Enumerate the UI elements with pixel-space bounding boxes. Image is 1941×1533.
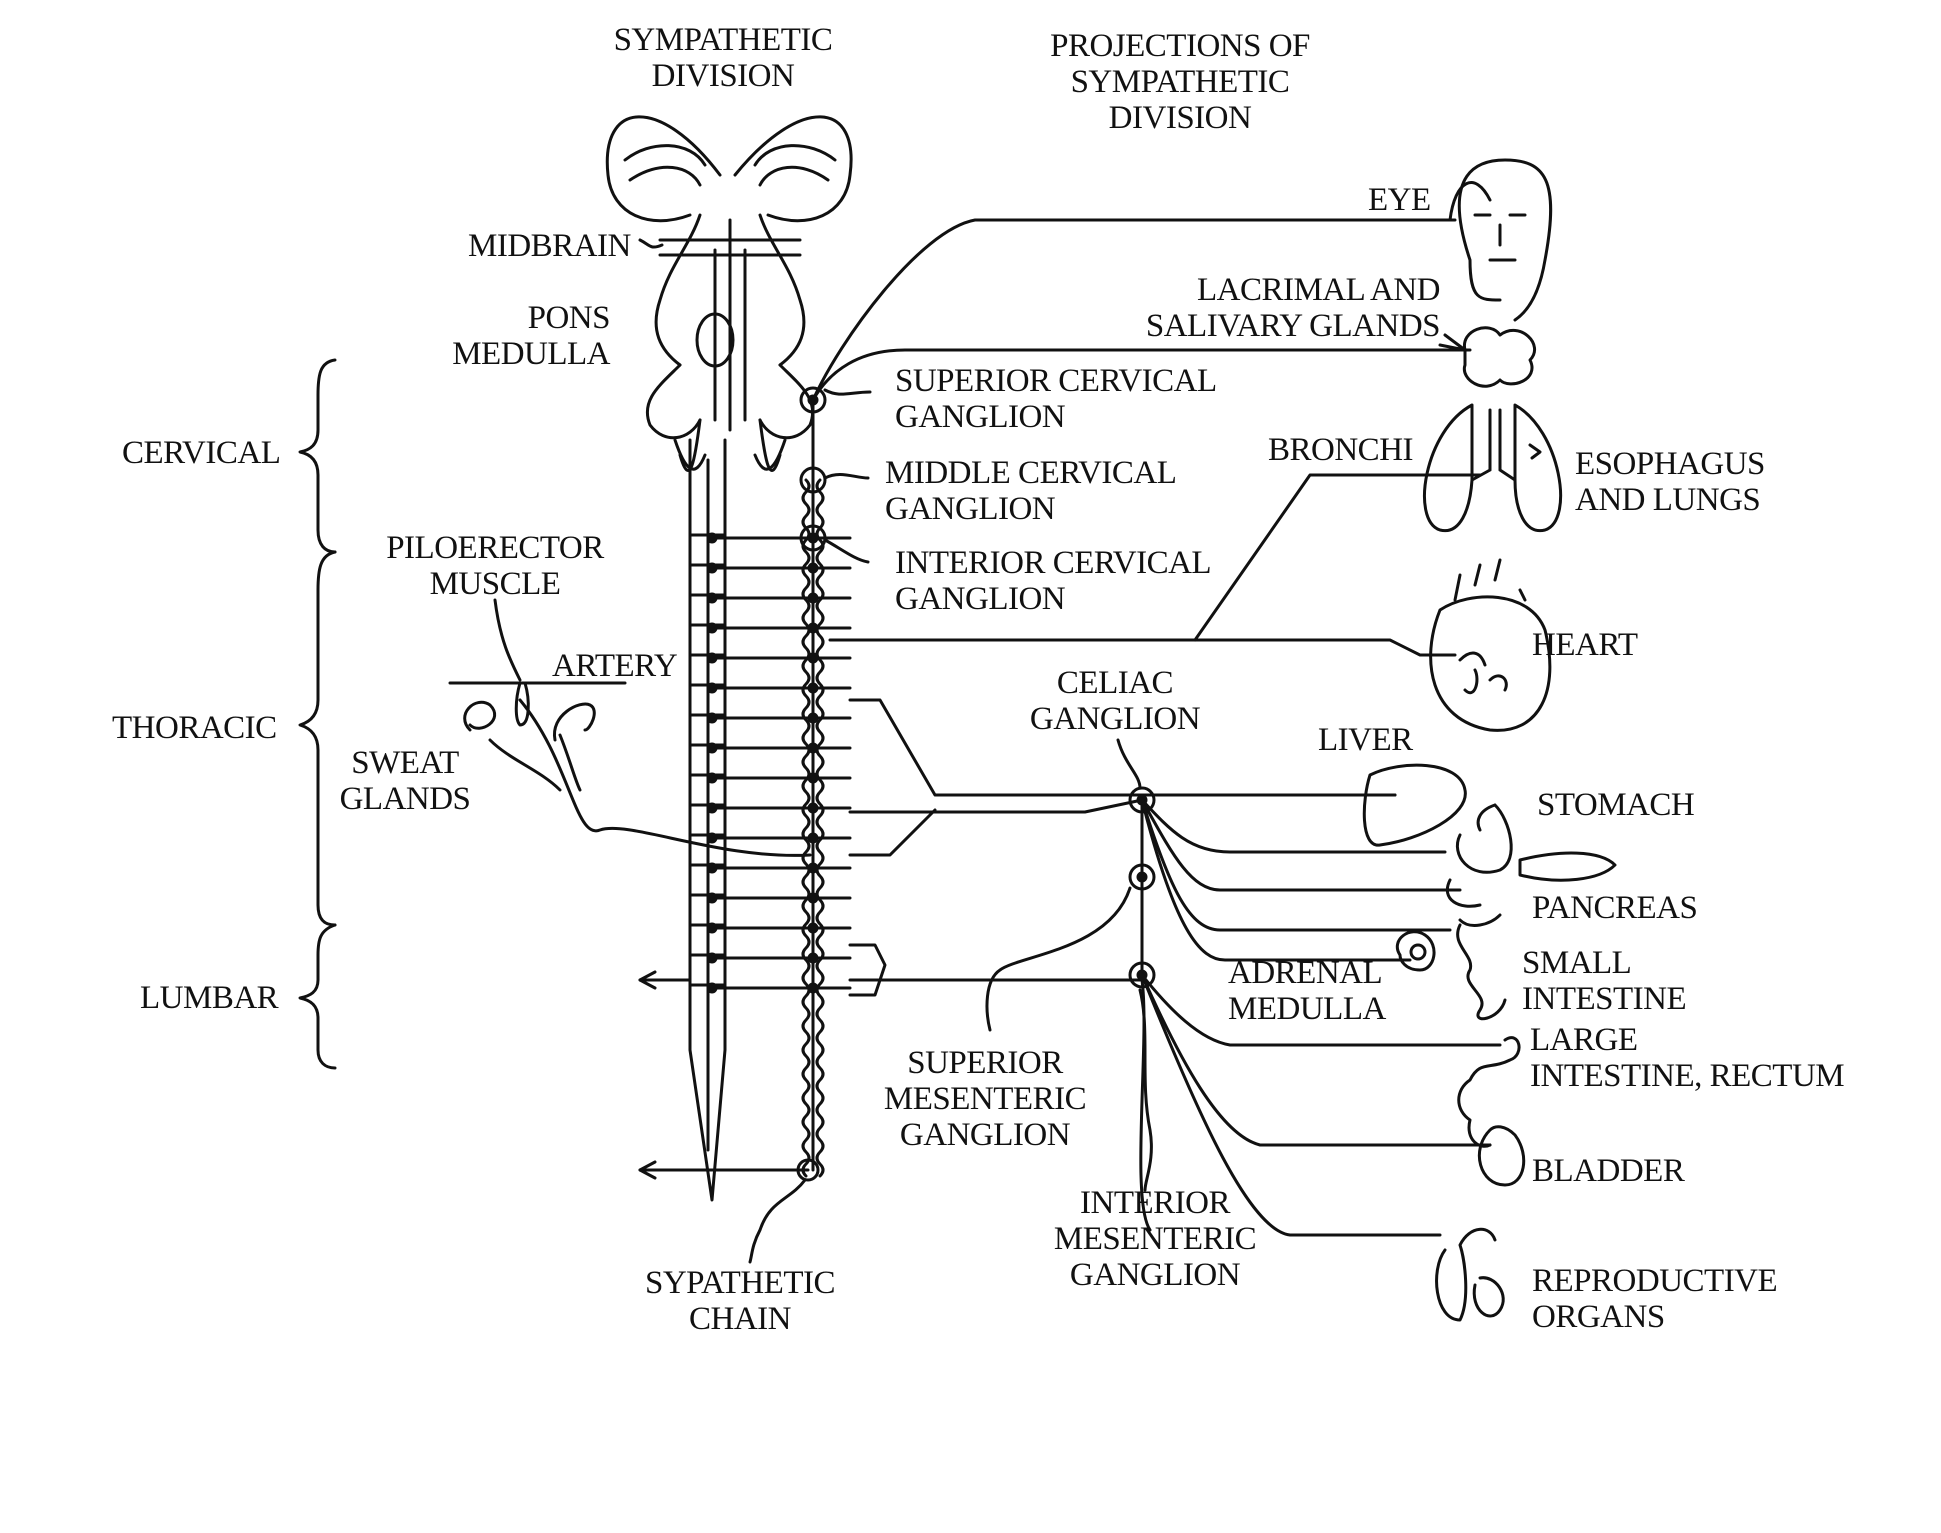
spinal-neuron-dot	[708, 894, 716, 902]
liver-icon	[1364, 765, 1465, 845]
sympathetic-chain-label: SYPATHETIC CHAIN	[630, 1265, 850, 1337]
sympathetic-division-title: SYMPATHETIC DIVISION	[598, 22, 848, 94]
middle-cervical-ganglion-label: MIDDLE CERVICAL GANGLION	[885, 455, 1176, 527]
spinal-neuron-dot	[708, 924, 716, 932]
spinal-neuron-dot	[708, 624, 716, 632]
chain-ganglion-dot	[809, 834, 817, 842]
thoracic-label: THORACIC	[112, 710, 277, 746]
celiac-ganglion-label: CELIAC GANGLION	[1010, 665, 1220, 737]
spinal-neuron-dot	[708, 714, 716, 722]
chain-ganglion-dot	[809, 594, 817, 602]
spinal-neuron-dot	[708, 984, 716, 992]
chain-ganglion-dot	[809, 864, 817, 872]
chain-ganglion-dot	[809, 564, 817, 572]
preganglionic-fibres	[708, 534, 850, 992]
bronchi-label: BRONCHI	[1268, 432, 1413, 468]
chain-ganglion-dot	[809, 714, 817, 722]
pancreas-label: PANCREAS	[1532, 890, 1697, 926]
chain-ganglion-dot	[809, 534, 817, 542]
chain-ganglion-dot	[809, 744, 817, 752]
reproductive-organs-icon	[1437, 1229, 1504, 1320]
spinal-neuron-dot	[708, 804, 716, 812]
liver-label: LIVER	[1318, 722, 1413, 758]
pancreas-icon	[1447, 880, 1500, 925]
spinal-neuron-dot	[708, 564, 716, 572]
chain-ganglion-dot	[809, 804, 817, 812]
spinal-neuron-dot	[708, 654, 716, 662]
spinal-cord	[690, 440, 725, 1200]
lungs-icon	[1424, 405, 1560, 531]
superior-cervical-ganglion-label: SUPERIOR CERVICAL GANGLION	[895, 363, 1217, 435]
chain-ganglion-dot	[809, 774, 817, 782]
artery-label: ARTERY	[552, 648, 677, 684]
sweat-glands-label: SWEAT GLANDS	[320, 745, 490, 817]
sympathetic-chain	[798, 388, 825, 1180]
chain-ganglion-dot	[809, 684, 817, 692]
midbrain-label: MIDBRAIN	[468, 228, 631, 264]
piloerector-muscle-label: PILOERECTOR MUSCLE	[365, 530, 625, 602]
brainstem-illustration	[607, 117, 851, 471]
small-intestine-icon	[1458, 925, 1505, 1019]
superior-mesenteric-ganglion-label: SUPERIOR MESENTERIC GANGLION	[860, 1045, 1110, 1153]
bladder-label: BLADDER	[1532, 1153, 1684, 1189]
large-intestine-label: LARGE INTESTINE, RECTUM	[1530, 1022, 1844, 1094]
spinal-neuron-dot	[708, 594, 716, 602]
spinal-neuron-dot	[708, 534, 716, 542]
pons-medulla-label: PONS MEDULLA	[420, 300, 610, 372]
spinal-neuron-dot	[708, 834, 716, 842]
skin-effectors-illustration	[450, 683, 810, 855]
lumbar-label: LUMBAR	[140, 980, 278, 1016]
cervical-label: CERVICAL	[122, 435, 280, 471]
interior-cervical-ganglion-label: INTERIOR CERVICAL GANGLION	[895, 545, 1211, 617]
lacrimal-salivary-label: LACRIMAL AND SALIVARY GLANDS	[1080, 272, 1440, 344]
small-intestine-label: SMALL INTESTINE	[1522, 945, 1686, 1017]
chain-ganglion-dot	[809, 984, 817, 992]
chain-ganglion-dot	[809, 924, 817, 932]
chain-ganglion-dot	[809, 894, 817, 902]
spinal-neuron-dot	[708, 954, 716, 962]
esophagus-lungs-label: ESOPHAGUS AND LUNGS	[1575, 446, 1765, 518]
chain-ganglion-dot	[809, 654, 817, 662]
adrenal-gland-icon	[1397, 932, 1434, 970]
region-braces	[300, 360, 335, 1068]
adrenal-medulla-label: ADRENAL MEDULLA	[1228, 955, 1386, 1027]
stomach-label: STOMACH	[1537, 787, 1694, 823]
heart-label: HEART	[1532, 627, 1638, 663]
spinal-neuron-dot	[708, 744, 716, 752]
projections-title: PROJECTIONS OF SYMPATHETIC DIVISION	[1030, 28, 1330, 136]
bladder-icon	[1479, 1127, 1523, 1185]
eye-icon	[1450, 160, 1551, 320]
spinal-neuron-dot	[708, 684, 716, 692]
spinal-neuron-dot	[708, 774, 716, 782]
reproductive-organs-label: REPRODUCTIVE ORGANS	[1532, 1263, 1777, 1335]
eye-label: EYE	[1368, 182, 1431, 218]
chain-ganglion-dot	[809, 954, 817, 962]
spinal-neuron-dot	[708, 864, 716, 872]
salivary-gland-icon	[1440, 328, 1535, 386]
interior-mesenteric-ganglion-label: INTERIOR MESENTERIC GANGLION	[1030, 1185, 1280, 1293]
chain-ganglion-dot	[809, 624, 817, 632]
